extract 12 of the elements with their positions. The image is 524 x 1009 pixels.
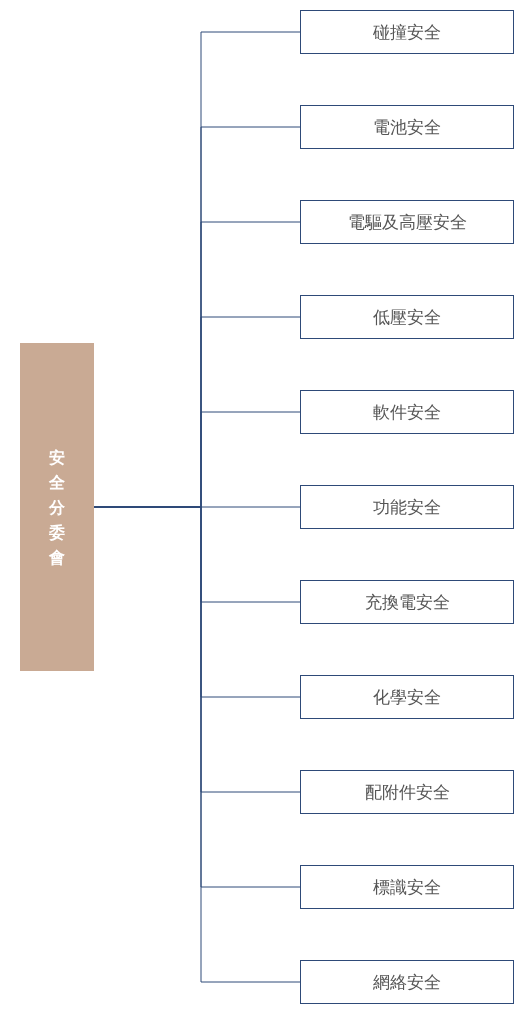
unit-box: 軟件安全: [300, 390, 514, 434]
unit-box: 網絡安全: [300, 960, 514, 1004]
unit-box: 標識安全: [300, 865, 514, 909]
unit-box: 電池安全: [300, 105, 514, 149]
committee-box: 安全分委會: [20, 343, 94, 671]
unit-box: 化學安全: [300, 675, 514, 719]
unit-box: 電驅及高壓安全: [300, 200, 514, 244]
unit-box: 功能安全: [300, 485, 514, 529]
unit-box: 低壓安全: [300, 295, 514, 339]
unit-box: 碰撞安全: [300, 10, 514, 54]
unit-box: 充換電安全: [300, 580, 514, 624]
unit-box: 配附件安全: [300, 770, 514, 814]
